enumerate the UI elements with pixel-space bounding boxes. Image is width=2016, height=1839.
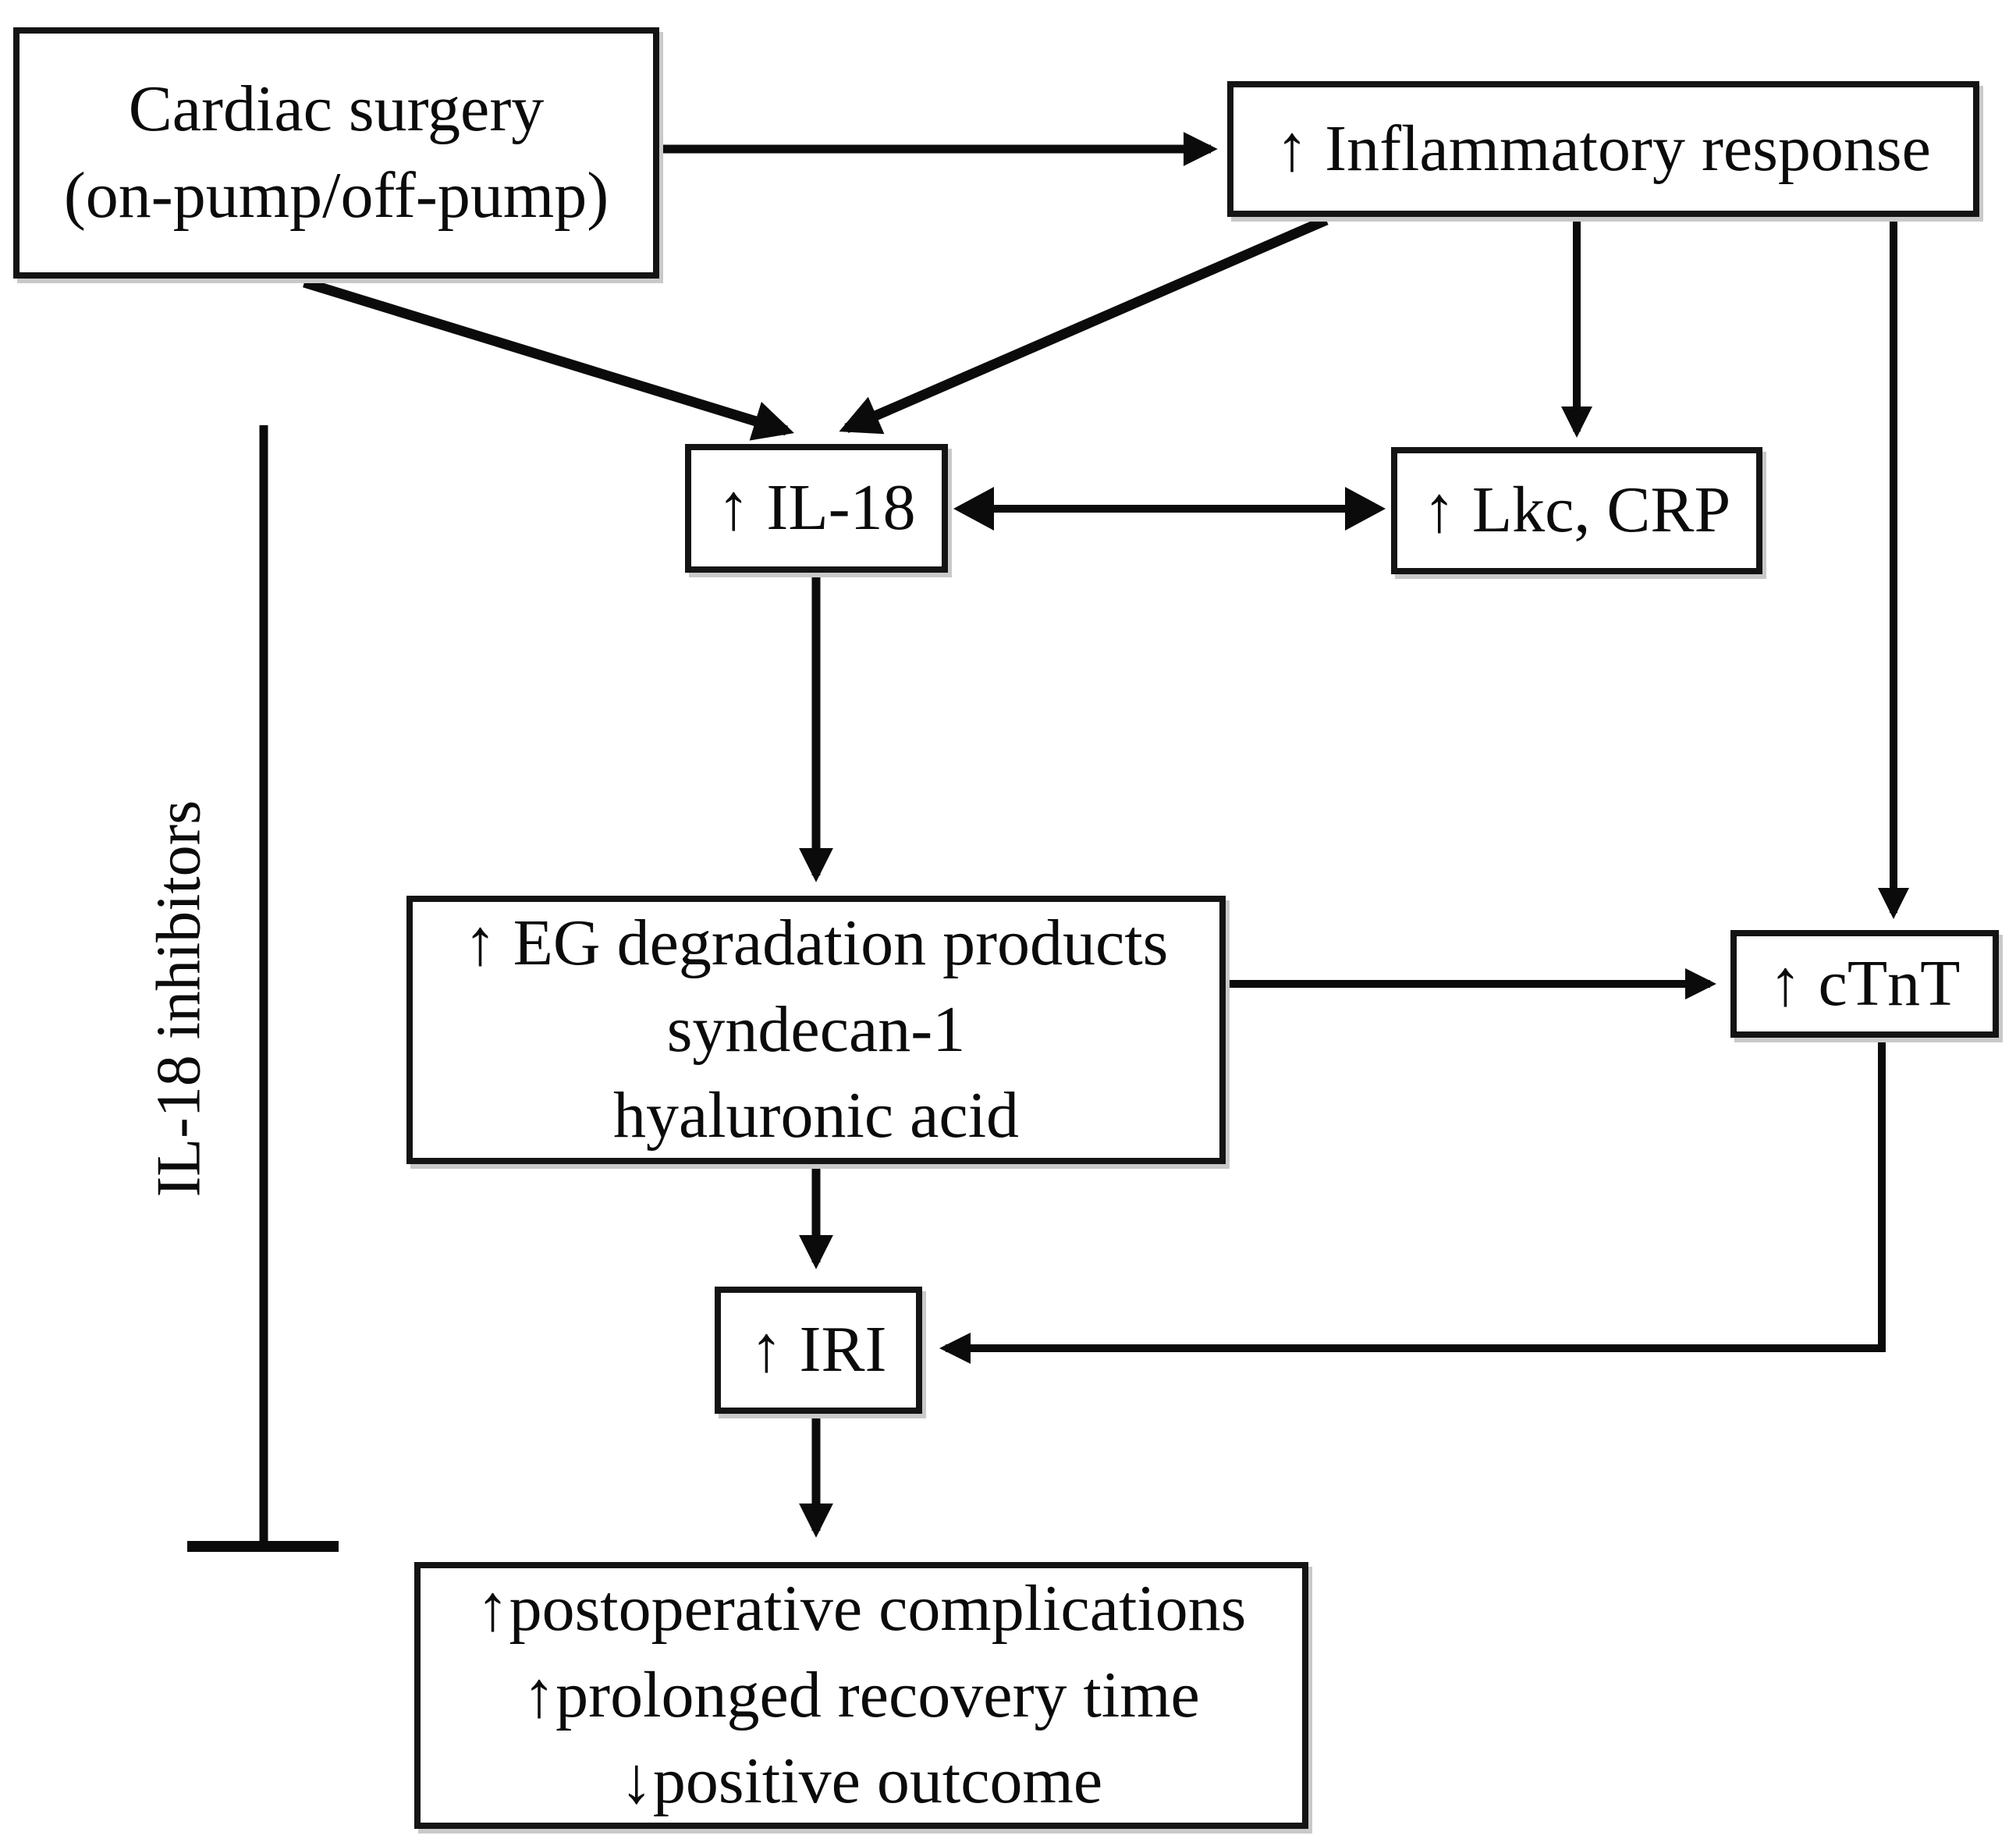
node-label-line: ↑postoperative complications (476, 1571, 1247, 1645)
node-inflammatory-response: ↑ Inflammatory response (1227, 81, 1979, 217)
arrow-cardiac-to-il18 (303, 277, 794, 441)
node-label-line: ↑prolonged recovery time (523, 1658, 1200, 1731)
il18-inhibitors-label: IL-18 inhibitors (144, 800, 214, 1198)
node-label: ↑ IL-18 (717, 471, 916, 545)
node-iri: ↑ IRI (715, 1287, 922, 1414)
node-label: ↑ IRI (750, 1313, 887, 1386)
node-label-line: Cardiac surgery (128, 73, 545, 146)
node-label-line: syndecan-1 (666, 992, 966, 1066)
arrowhead-toward-il18 (953, 487, 994, 531)
node-label-line: hyaluronic acid (612, 1079, 1020, 1152)
node-lkc-crp: ↑ Lkc, CRP (1391, 447, 1762, 574)
node-eg-degradation-products: ↑ EG degradation products syndecan-1 hya… (406, 896, 1226, 1164)
node-label: ↑ cTnT (1769, 946, 1961, 1020)
node-label-line: ↓positive outcome (619, 1745, 1103, 1818)
node-label-line: (on-pump/off-pump) (63, 159, 609, 232)
arrow-inflammatory-to-il18 (839, 215, 1329, 435)
arrow-ctnt-to-iri (939, 1040, 1886, 1364)
node-label-line: ↑ EG degradation products (463, 906, 1169, 979)
arrowhead-toward-lkc (1345, 487, 1386, 531)
node-cardiac-surgery: Cardiac surgery (on-pump/off-pump) (13, 27, 659, 279)
node-label: ↑ Inflammatory response (1276, 112, 1931, 185)
node-ctnt: ↑ cTnT (1730, 930, 1999, 1038)
node-outcomes: ↑postoperative complications ↑prolonged … (414, 1562, 1308, 1829)
node-label: ↑ Lkc, CRP (1422, 474, 1731, 547)
node-il18: ↑ IL-18 (685, 444, 948, 573)
